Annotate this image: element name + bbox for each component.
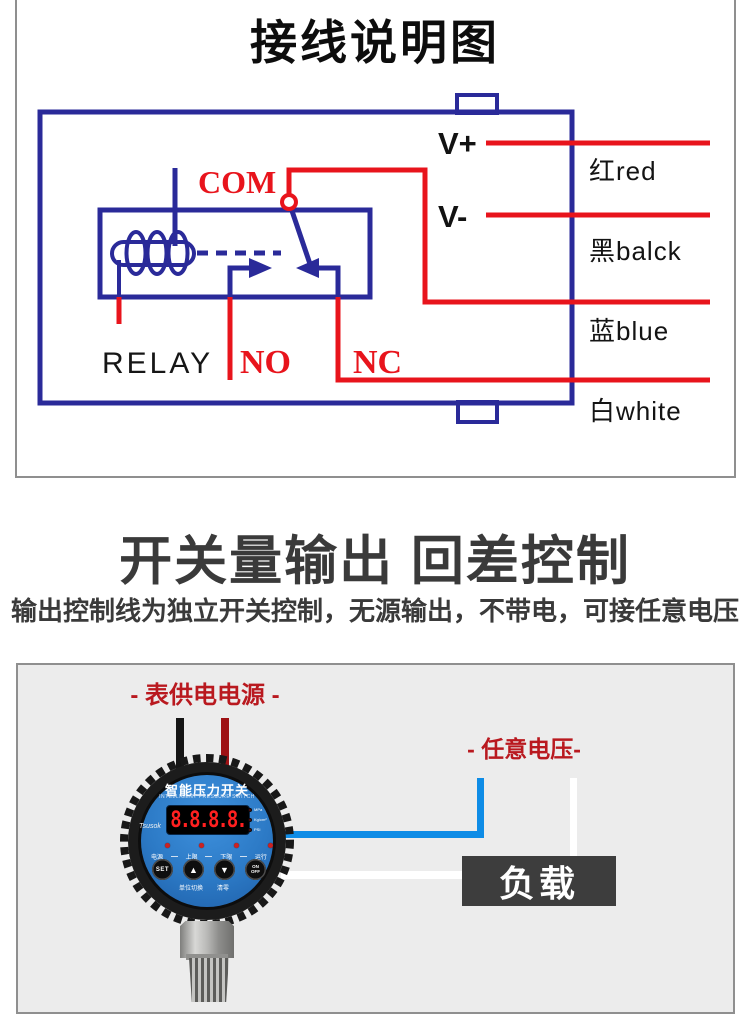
status-led-row (165, 843, 273, 848)
any-voltage-label: - 任意电压- (467, 736, 581, 762)
status-led-icon (165, 843, 170, 848)
power-wire-red (221, 718, 229, 770)
load-label: 负载 (498, 863, 579, 904)
wire-label-black: 黑balck (589, 236, 682, 266)
no-contact-arrow-icon (227, 258, 272, 296)
separator-line (170, 856, 178, 857)
section-subtitle: 输出控制线为独立开关控制，无源输出，不带电，可接任意电压 (10, 596, 739, 626)
unit-led-icon (248, 807, 252, 812)
status-label-upper: 上限 (185, 855, 198, 861)
zero-hint: 清零 (216, 886, 229, 892)
status-label-power: 电源 (151, 855, 164, 861)
wire-label-red: 红red (589, 156, 657, 186)
vplus-label: V+ (438, 126, 477, 161)
unit-label-mpa: MPa (254, 807, 263, 812)
load-box: 负载 (462, 856, 616, 906)
status-label-run: 运行 (254, 855, 267, 861)
unit-label-kgcm: Kg/cm² (254, 817, 267, 822)
wire-label-blue: 蓝blue (589, 316, 670, 346)
hex-fitting (180, 921, 234, 958)
power-supply-label: - 表供电电源 - (130, 682, 280, 709)
unit-led-icon (248, 827, 252, 832)
pressure-switch-face: 智能压力开关 INTELLIGENT PRESSURE SWITCH 8.8.8… (139, 775, 273, 907)
signal-wire-white-horizontal (281, 871, 463, 879)
seven-segment-display: 8.8.8.8. (166, 805, 250, 835)
signal-wire-white-vertical (570, 778, 577, 857)
nc-contact-arrow-icon (296, 258, 341, 296)
up-button[interactable]: ▲ (183, 859, 204, 880)
on-off-button[interactable]: ON OFF (245, 859, 266, 880)
com-wire (286, 167, 710, 305)
device-name-en: INTELLIGENT PRESSURE SWITCH (159, 794, 255, 800)
device-name-cn: 智能压力开关 (164, 783, 249, 798)
signal-wire-blue-vertical (477, 778, 484, 838)
nc-wire (335, 297, 710, 383)
com-label: COM (198, 164, 277, 200)
separator-line (240, 856, 248, 857)
signal-wire-blue-horizontal (283, 831, 484, 838)
brand-label: Tsusok (139, 823, 161, 830)
unit-led-icon (248, 817, 252, 822)
unit-indicator-column: MPa Kg/cm² PSI (248, 807, 267, 832)
unit-label-psi: PSI (254, 827, 261, 832)
vminus-label: V- (438, 199, 468, 234)
outer-box (37, 109, 575, 406)
set-button[interactable]: SET (152, 859, 173, 880)
status-led-icon (199, 843, 205, 848)
no-label: NO (240, 344, 291, 381)
page-title: 接线说明图 (250, 16, 500, 69)
com-terminal-circle (280, 193, 298, 211)
relay-box (97, 207, 373, 300)
status-label-row: 电源 上限 下限 运行 (151, 852, 267, 861)
display-digits: 8.8.8.8. (170, 807, 248, 833)
relay-coil-icon (110, 230, 196, 296)
wire-label-white: 白white (589, 396, 682, 426)
status-led-icon (233, 843, 239, 848)
wiring-diagram-canvas (37, 93, 710, 424)
separator-line (205, 856, 213, 857)
switch-lever (288, 207, 313, 265)
status-led-icon (267, 843, 273, 848)
wiring-section-box (15, 0, 736, 478)
relay-label: RELAY (102, 347, 214, 380)
down-button[interactable]: ▼ (214, 859, 235, 880)
device-button-row: SET ▲ ▼ ON OFF (152, 859, 266, 880)
fitting-collar (186, 954, 228, 960)
status-label-lower: 下限 (220, 855, 233, 861)
threaded-connector (189, 958, 229, 1002)
unit-switch-hint: 单位切换 (178, 886, 203, 892)
nc-label: NC (353, 344, 403, 381)
power-wire-black (176, 718, 184, 770)
section-heading: 开关量输出 回差控制 (119, 532, 631, 591)
